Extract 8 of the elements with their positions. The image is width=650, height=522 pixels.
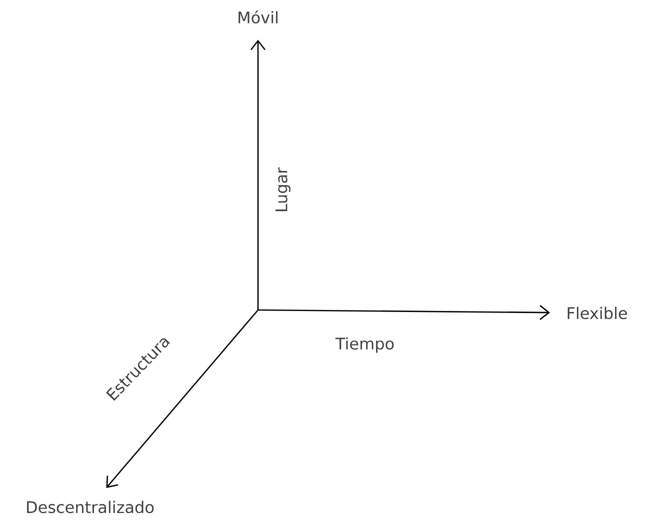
edge-label: Lugar: [276, 167, 290, 212]
axis-label: Flexible: [568, 306, 627, 320]
arrow: [250, 40, 266, 310]
arrow: [106, 310, 258, 488]
axis-label: Móvil: [238, 10, 278, 24]
edge-label: Tiempo: [335, 337, 394, 353]
arrow: [258, 304, 550, 320]
axis-label: Descentralizado: [27, 500, 154, 514]
